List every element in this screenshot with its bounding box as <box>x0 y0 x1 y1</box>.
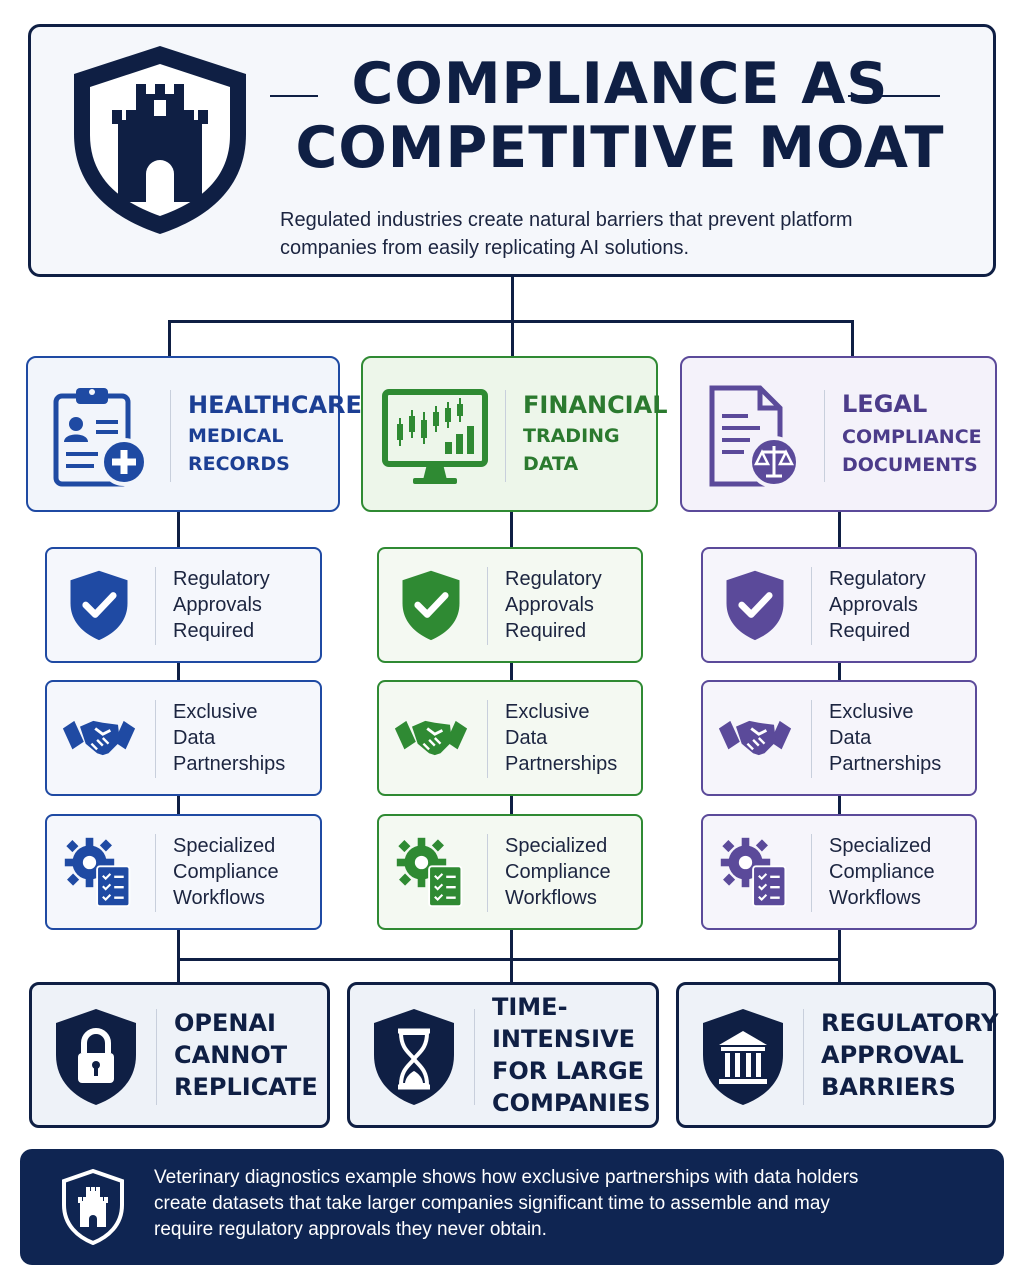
divider <box>155 700 156 778</box>
connector <box>851 320 854 357</box>
shield-institution-icon <box>699 1007 787 1107</box>
divider <box>487 834 488 912</box>
divider <box>811 700 812 778</box>
divider <box>824 390 825 482</box>
divider <box>487 567 488 645</box>
divider <box>811 834 812 912</box>
connector <box>177 958 841 961</box>
page-subtitle: Regulated industries create natural barr… <box>280 209 853 259</box>
category-financial: FINANCIAL TRADING DATA <box>361 356 668 512</box>
shield-lock-icon <box>52 1007 140 1107</box>
category-title: LEGAL <box>842 390 928 418</box>
divider <box>155 567 156 645</box>
title-rule-left <box>270 95 318 97</box>
divider <box>811 567 812 645</box>
shield-check-icon <box>61 567 137 643</box>
shield-check-icon <box>393 567 469 643</box>
divider <box>505 390 506 482</box>
shield-castle-icon <box>62 1169 124 1245</box>
connector <box>168 320 171 357</box>
shield-check-icon <box>717 567 793 643</box>
gear-checklist-icon <box>393 834 469 910</box>
trading-monitor-icon <box>382 389 488 484</box>
divider <box>155 834 156 912</box>
category-healthcare: HEALTHCARE MEDICAL RECORDS <box>26 356 362 512</box>
connector <box>511 277 514 322</box>
title-rule-right <box>848 95 940 97</box>
divider <box>170 390 171 482</box>
divider <box>487 700 488 778</box>
divider <box>156 1009 157 1105</box>
footer-banner: Veterinary diagnostics example shows how… <box>20 1149 1004 1265</box>
handshake-icon <box>393 700 469 776</box>
gear-checklist-icon <box>717 834 793 910</box>
shield-hourglass-icon <box>370 1007 458 1107</box>
page-title: COMPLIANCE AS COMPETITIVE MOAT <box>295 51 945 181</box>
handshake-icon <box>717 700 793 776</box>
clipboard-medical-icon <box>53 388 148 487</box>
legal-document-scales-icon <box>709 385 800 488</box>
divider <box>803 1009 804 1105</box>
connector <box>511 320 514 357</box>
category-legal: LEGAL COMPLIANCE DOCUMENTS <box>680 356 997 512</box>
category-subtitle: MEDICAL RECORDS <box>188 425 290 475</box>
handshake-icon <box>61 700 137 776</box>
gear-checklist-icon <box>61 834 137 910</box>
category-title: HEALTHCARE <box>188 391 362 419</box>
castle-shield-icon <box>74 46 246 234</box>
divider <box>474 1009 475 1105</box>
footer-text: Veterinary diagnostics example shows how… <box>154 1167 859 1240</box>
category-subtitle: TRADING DATA <box>523 425 620 475</box>
category-subtitle: COMPLIANCE DOCUMENTS <box>842 426 982 476</box>
category-title: FINANCIAL <box>523 391 668 419</box>
